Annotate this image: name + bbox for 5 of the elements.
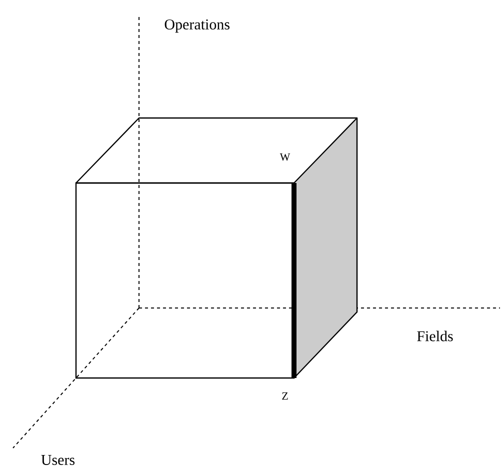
corner-label: Z	[282, 392, 288, 400]
corner-label: W	[280, 153, 290, 161]
axis-label: Fields	[417, 330, 453, 342]
axis-label: Operations	[164, 19, 230, 33]
axis-label: Users	[41, 455, 75, 465]
